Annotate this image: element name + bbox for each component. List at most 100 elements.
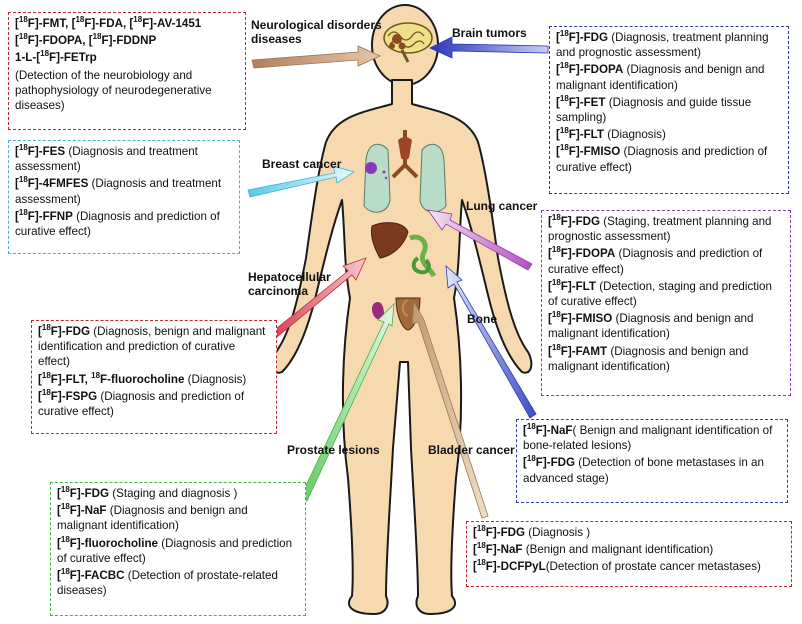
tracer-entry: [18F]-FDG (Diagnosis, treatment planning… xyxy=(556,30,782,60)
tracer-description: (Diagnosis) xyxy=(184,372,247,386)
tracer-compound: [18F]-4FMFES xyxy=(15,175,89,191)
tracer-description: (Detection of prostate cancer metastases… xyxy=(545,560,761,574)
tracer-entry: [18F]-NaF( Benign and malignant identifi… xyxy=(523,423,781,453)
tracer-compound: [18F]-FDOPA xyxy=(556,61,624,77)
tracer-description: (Diagnosis and benign and malignant iden… xyxy=(57,504,248,533)
tracer-entry: [18F]-FMISO (Diagnosis and prediction of… xyxy=(556,144,782,174)
torso-and-limbs xyxy=(271,79,533,615)
brain-organ-icon xyxy=(383,22,433,63)
tracer-description: (Diagnosis and prediction of curative ef… xyxy=(548,247,763,276)
intestine-organ-icon xyxy=(409,234,437,278)
tracer-description: (Detection of bone metastases in an adva… xyxy=(523,456,764,485)
tracer-compound: [18F]-NaF xyxy=(473,541,523,557)
tracer-entry: [18F]-FLT (Diagnosis) xyxy=(556,127,782,142)
tracer-description: (Detection of the neurobiology and patho… xyxy=(15,68,212,113)
label-neurological-disorders: Neurological disorders diseases xyxy=(251,18,382,46)
tracer-entry: [18F]-FDG (Detection of bone metastases … xyxy=(523,455,781,485)
arrow-brain-tumors xyxy=(429,36,549,59)
arrow-breast xyxy=(247,165,355,198)
label-line: Prostate lesions xyxy=(287,443,380,457)
arrow-bladder xyxy=(411,300,489,519)
tracer-compound: 1-L-[18F]-FETrp xyxy=(15,49,97,65)
tracer-entry: [18F]-FLT, 18F-fluorocholine (Diagnosis) xyxy=(38,370,270,387)
tracer-compound: [18F]-FDOPA xyxy=(548,245,616,261)
tracer-box-bladder: [18F]-FDG (Diagnosis )[18F]-NaF (Benign … xyxy=(466,521,792,587)
label-line: Breast cancer xyxy=(262,157,342,171)
label-line: Hepatocellular xyxy=(248,270,331,284)
tracer-description: (Diagnosis and prediction of curative ef… xyxy=(38,389,245,419)
label-line: diseases xyxy=(251,32,302,46)
label-bladder-cancer: Bladder cancer xyxy=(428,443,515,457)
tracer-compound: [18F]-FSPG xyxy=(38,387,98,403)
tracer-entry: [18F]-FACBC (Detection of prostate-relat… xyxy=(57,568,299,598)
tracer-entry: [18F]-NaF (Benign and malignant identifi… xyxy=(473,542,785,557)
tracer-description: ( Benign and malignant identification of… xyxy=(523,424,773,453)
tracer-box-lung-cancer: [18F]-FDG (Staging, treatment planning a… xyxy=(541,210,791,396)
tracer-box-breast-cancer: [18F]-FES (Diagnosis and treatment asses… xyxy=(8,140,240,254)
label-prostate-lesions: Prostate lesions xyxy=(287,443,380,457)
tracer-description: (Benign and malignant identification) xyxy=(522,543,714,557)
tracer-entry: [18F]-fluorocholine (Diagnosis and predi… xyxy=(57,534,299,566)
tracer-description: (Diagnosis and benign and malignant iden… xyxy=(548,344,749,373)
label-lung-cancer: Lung cancer xyxy=(466,199,537,213)
tracer-compound: [18F]-FLT xyxy=(556,126,604,142)
tracer-entry: [18F]-FAMT (Diagnosis and benign and mal… xyxy=(548,342,784,374)
tracer-description: (Diagnosis and benign and malignant iden… xyxy=(556,63,765,92)
tracer-description: (Staging and diagnosis ) xyxy=(109,487,238,500)
tracer-compound: [18F]-FET xyxy=(556,93,606,109)
arrow-hcc xyxy=(271,257,367,338)
tracer-description: (Diagnosis and prediction of curative ef… xyxy=(556,145,768,174)
tracer-description: (Diagnosis and treatment assessment) xyxy=(15,145,198,174)
tracer-compound: [18F]-FMT, [18F]-FDA, [18F]-AV-1451 xyxy=(15,15,202,31)
tracer-description: (Diagnosis, benign and malignant identif… xyxy=(38,325,266,369)
tracer-entry: [18F]-FMT, [18F]-FDA, [18F]-AV-1451 xyxy=(15,16,239,31)
arrow-lung xyxy=(427,209,533,271)
tracer-compound: [18F]-FMISO xyxy=(556,143,621,159)
tracer-box-hepatocellular: [18F]-FDG (Diagnosis, benign and maligna… xyxy=(31,320,277,434)
tracer-entry: [18F]-FDOPA (Diagnosis and benign and ma… xyxy=(556,62,782,92)
tracer-box-neurological: [18F]-FMT, [18F]-FDA, [18F]-AV-1451[18F]… xyxy=(8,12,246,130)
tracer-entry: [18F]-FFNP (Diagnosis and prediction of … xyxy=(15,207,233,239)
tracer-entry: [18F]-FDG (Staging and diagnosis ) xyxy=(57,486,299,501)
lungs-organ-icon xyxy=(363,130,447,213)
liver-organ-icon xyxy=(371,222,409,259)
tracer-compound: [18F]-FDG xyxy=(548,213,601,229)
tracer-description: (Diagnosis and guide tissue sampling) xyxy=(556,95,752,125)
tracer-compound: [18F]-FAMT xyxy=(548,342,608,358)
tracer-entry: [18F]-FDOPA (Diagnosis and prediction of… xyxy=(548,246,784,276)
tracer-entry: [18F]-FDG (Diagnosis, benign and maligna… xyxy=(38,324,270,370)
tracer-compound: [18F]-FLT, 18F-fluorocholine xyxy=(38,370,185,386)
tracer-compound: [18F]-NaF xyxy=(57,502,107,518)
tracer-compound: [18F]-FDOPA, [18F]-FDDNP xyxy=(15,32,157,48)
tracer-compound: [18F]-FLT xyxy=(548,277,596,293)
tracer-description: (Diagnosis and treatment assessment) xyxy=(15,177,222,206)
tracer-compound: [18F]-FES xyxy=(15,143,66,159)
tracer-compound: [18F]-NaF xyxy=(523,422,573,438)
label-line: Brain tumors xyxy=(452,26,527,40)
tracer-entry: [18F]-FET (Diagnosis and guide tissue sa… xyxy=(556,93,782,125)
tracer-compound: [18F]-DCFPyL xyxy=(473,558,546,574)
tracer-compound: [18F]-FACBC xyxy=(57,567,125,583)
tracer-compound: [18F]-fluorocholine xyxy=(57,534,159,550)
label-hepatocellular-carcinoma: Hepatocellular carcinoma xyxy=(248,270,331,298)
tracer-description: (Diagnosis and benign and malignant iden… xyxy=(548,312,754,341)
tracer-description: (Diagnosis and prediction of curative ef… xyxy=(57,536,293,565)
tracer-entry: [18F]-FDOPA, [18F]-FDDNP xyxy=(15,33,239,48)
tracer-entry: [18F]-FES (Diagnosis and treatment asses… xyxy=(15,144,233,174)
tracer-compound: [18F]-FDG xyxy=(38,323,91,339)
tracer-description: (Diagnosis ) xyxy=(525,526,591,539)
tracer-box-brain-tumors: [18F]-FDG (Diagnosis, treatment planning… xyxy=(549,26,789,194)
tracer-description: (Diagnosis, treatment planning and progn… xyxy=(556,31,769,60)
label-breast-cancer: Breast cancer xyxy=(262,157,341,171)
label-line: Neurological disorders xyxy=(251,18,382,32)
label-line: Bone xyxy=(467,312,497,326)
tracer-description: (Detection of prostate-related diseases) xyxy=(57,569,278,598)
tracer-entry: [18F]-FDG (Diagnosis ) xyxy=(473,525,785,540)
tracer-compound: [18F]-FDG xyxy=(556,29,609,45)
tracer-box-prostate: [18F]-FDG (Staging and diagnosis )[18F]-… xyxy=(50,482,306,616)
tracer-description: (Diagnosis and prediction of curative ef… xyxy=(15,209,220,239)
tracer-compound: [18F]-FFNP xyxy=(15,207,73,223)
tracer-entry: [18F]-FSPG (Diagnosis and prediction of … xyxy=(38,387,270,419)
tracer-entry: [18F]-NaF (Diagnosis and benign and mali… xyxy=(57,503,299,533)
